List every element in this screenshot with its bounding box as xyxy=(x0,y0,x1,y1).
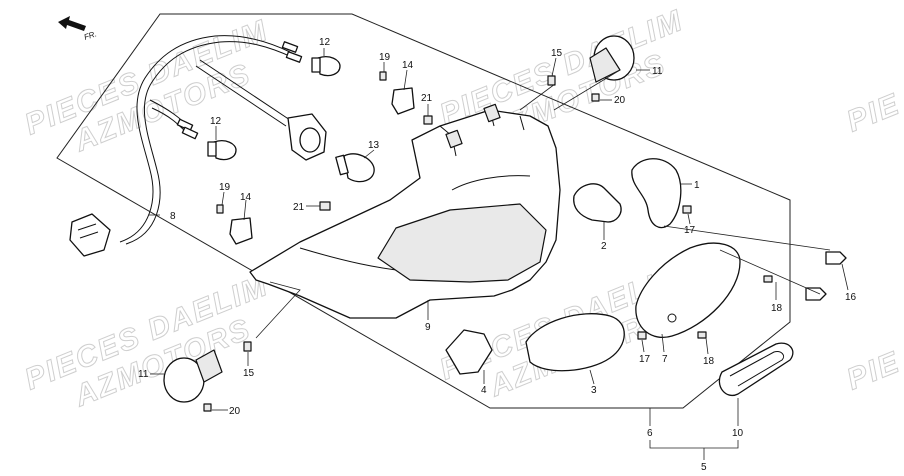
callout-21: 21 xyxy=(293,202,305,213)
callout-19: 19 xyxy=(219,182,231,193)
bolt-19 xyxy=(216,204,224,214)
screw-20 xyxy=(203,403,212,412)
callout-19: 19 xyxy=(379,52,391,63)
callout-12: 12 xyxy=(319,37,331,48)
callout-18: 18 xyxy=(703,356,715,367)
clip-14 xyxy=(229,217,253,245)
lens-7 xyxy=(635,242,741,338)
bolt-19 xyxy=(379,71,387,81)
callout-2: 2 xyxy=(601,241,607,252)
lens-1 xyxy=(631,158,682,229)
rear-cover-9 xyxy=(249,103,561,319)
callout-11: 11 xyxy=(138,369,149,380)
callout-6: 6 xyxy=(647,428,653,439)
callout-21: 21 xyxy=(421,93,433,104)
callout-1: 1 xyxy=(694,180,700,191)
callout-3: 3 xyxy=(591,385,597,396)
front-arrow-icon xyxy=(58,16,86,31)
callout-5: 5 xyxy=(701,462,707,473)
callout-20: 20 xyxy=(229,406,241,417)
leader-lines xyxy=(148,48,849,460)
callout-13: 13 xyxy=(368,140,380,151)
plate-10 xyxy=(718,342,794,397)
front-direction-indicator: FR. xyxy=(58,16,98,42)
svg-text:PIE: PIE xyxy=(842,88,904,139)
screw-18 xyxy=(697,331,707,339)
screw-21 xyxy=(319,201,331,211)
watermark: PIE xyxy=(842,345,904,397)
small-fasteners xyxy=(203,71,847,412)
bolt-15 xyxy=(243,341,252,352)
callout-11: 11 xyxy=(652,66,663,77)
socket-2 xyxy=(573,183,622,223)
bulb-12-upper xyxy=(311,56,341,77)
callout-17: 17 xyxy=(639,354,651,365)
callout-12: 12 xyxy=(210,116,222,127)
screw-17 xyxy=(637,331,647,340)
callout-15: 15 xyxy=(551,48,563,59)
callout-18: 18 xyxy=(771,303,783,314)
front-direction-label: FR. xyxy=(83,29,98,42)
callout-14: 14 xyxy=(240,192,252,203)
grommet-16 xyxy=(805,287,827,301)
grommet-16 xyxy=(825,251,847,265)
callout-16: 16 xyxy=(845,292,857,303)
callout-labels: 12 19 14 15 11 20 21 12 13 8 19 14 21 1 … xyxy=(138,37,857,473)
callout-10: 10 xyxy=(732,428,744,439)
screw-17 xyxy=(682,205,692,214)
socket-4 xyxy=(445,329,493,375)
screw-20 xyxy=(591,93,600,102)
callout-20: 20 xyxy=(614,95,626,106)
callout-17: 17 xyxy=(684,225,696,236)
bulb-13 xyxy=(335,153,375,183)
screw-21 xyxy=(423,115,433,125)
bolt-15 xyxy=(547,75,556,86)
callout-14: 14 xyxy=(402,60,414,71)
callout-9: 9 xyxy=(425,322,431,333)
callout-15: 15 xyxy=(243,368,255,379)
bulb-12-lower xyxy=(207,140,237,161)
callout-4: 4 xyxy=(481,385,487,396)
callout-8: 8 xyxy=(170,211,176,222)
reflector-11-upper xyxy=(589,35,635,83)
lens-3 xyxy=(525,313,625,372)
screw-18 xyxy=(763,275,773,283)
clip-14 xyxy=(391,87,415,115)
svg-text:PIE: PIE xyxy=(842,346,904,397)
reflector-11-lower xyxy=(163,349,223,403)
callout-7: 7 xyxy=(662,354,668,365)
watermark: PIE xyxy=(842,87,904,139)
wire-harness xyxy=(69,35,327,257)
